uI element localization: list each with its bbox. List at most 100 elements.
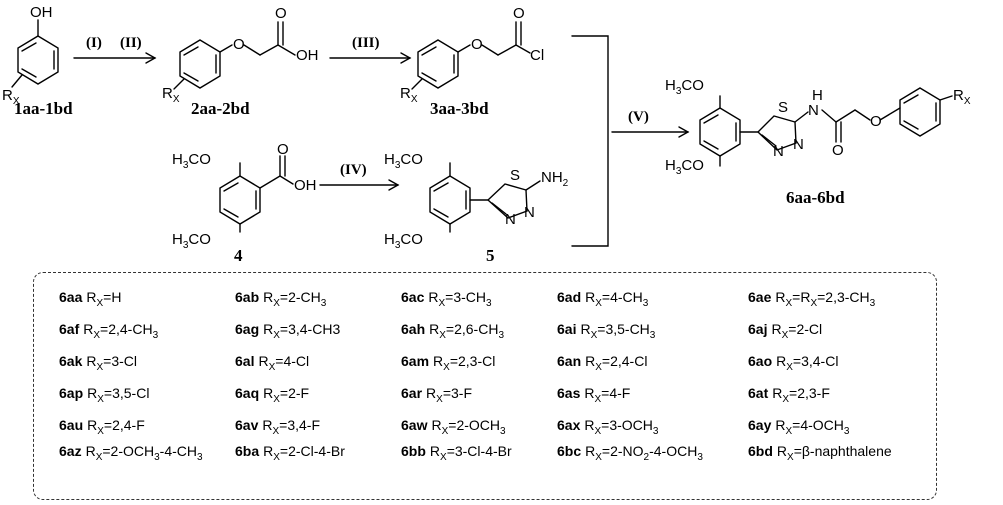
subscript: 3 — [197, 451, 203, 463]
step-label-3: (III) — [352, 35, 380, 51]
ring-3 — [417, 39, 459, 89]
subscript: X — [595, 361, 602, 373]
subscript: 3 — [498, 329, 505, 341]
atom-rx-2: RX — [162, 85, 180, 105]
h-letter: H — [172, 231, 183, 248]
substituent-text: =2,6-CH — [445, 321, 499, 337]
substituent-text: =2-OCH — [448, 417, 500, 433]
ring-2 — [179, 39, 221, 89]
r-letter: R — [162, 85, 173, 102]
compound-id: 6ac — [401, 289, 425, 305]
ring-6b — [899, 87, 941, 137]
x-sub: X — [12, 96, 20, 107]
atom-och3-bottom-6: H3CO — [665, 157, 704, 177]
substituent-text: =4-Cl — [275, 353, 310, 369]
substituent-text: R — [263, 385, 274, 401]
atom-rx-6: RX — [953, 87, 971, 107]
atom-oh-1: OH — [30, 4, 53, 21]
substituent-text: =4-OCH — [792, 417, 844, 433]
subscript: X — [440, 451, 447, 463]
compound-id: 6az — [59, 443, 82, 459]
subscript: X — [273, 297, 280, 309]
subscript: X — [782, 393, 790, 405]
substituent-text: =2,4-Cl — [601, 353, 648, 369]
subscript: X — [439, 329, 446, 341]
substituent-text: R — [86, 289, 97, 305]
atom-och3-bottom-5: H3CO — [384, 231, 423, 251]
atom-n2-6: N — [793, 136, 804, 153]
compound-id: 6aw — [401, 417, 428, 433]
thiadiazole-5 — [486, 183, 528, 219]
subscript: X — [273, 393, 280, 405]
substituent-text: R — [584, 385, 595, 401]
substituent-text: =β-naphthalene — [793, 443, 892, 459]
h-letter: H — [384, 231, 395, 248]
substituent-text: R — [86, 353, 97, 369]
substituent-text: R — [426, 385, 437, 401]
atom-o-3: O — [471, 36, 483, 53]
compound-id: 6at — [748, 385, 769, 401]
atom-och3-bottom-4: H3CO — [172, 231, 211, 251]
substituent-text: R — [772, 385, 783, 401]
subscript: X — [96, 361, 104, 373]
subscript: X — [97, 393, 104, 405]
substituent-text: R — [585, 443, 596, 459]
subscript: X — [95, 451, 103, 463]
substituent-text: =3-OCH — [601, 417, 653, 433]
compound-label-5: 5 — [486, 246, 495, 265]
substituent-text: R — [580, 321, 591, 337]
substituent-text: =2,3-Cl — [449, 353, 496, 369]
subscript: X — [441, 425, 449, 437]
substituent-text: =R — [792, 289, 811, 305]
substituent-text: R — [258, 353, 269, 369]
substituent-text: =2,3-CH — [817, 289, 870, 305]
substituent-text: R — [776, 443, 788, 459]
substituent-text: R — [776, 353, 787, 369]
subscript: 3 — [652, 425, 659, 437]
subscript: X — [787, 451, 794, 463]
compound-id: 6au — [59, 417, 84, 433]
h-letter: H — [665, 157, 676, 174]
atom-s-5: S — [510, 167, 521, 184]
atom-n1-5: N — [505, 211, 516, 228]
compound-label-6: 6aa-6bd — [786, 188, 845, 207]
subscript: 2 — [643, 451, 650, 463]
r-letter: R — [953, 87, 964, 104]
h-letter: H — [665, 77, 676, 94]
atom-o-carbonyl-3: O — [513, 5, 525, 22]
substituent-text: =2,3-F — [789, 385, 830, 401]
co-letters: CO — [681, 157, 704, 174]
atom-o-ether-6: O — [870, 113, 882, 130]
step-label-2: (II) — [120, 35, 142, 51]
substituent-text: R — [83, 321, 94, 337]
compound-id: 6ai — [557, 321, 577, 337]
substituent-text: =2-Cl — [788, 321, 823, 337]
substituent-text: =4-CH — [601, 289, 643, 305]
ring-1 — [17, 35, 59, 85]
substituent-text: =2-OCH — [102, 443, 155, 459]
substituent-text: R — [584, 417, 595, 433]
substituent-text: R — [87, 385, 98, 401]
subscript: X — [785, 297, 793, 309]
substituent-text: R — [775, 417, 786, 433]
substituent-text: R — [263, 443, 274, 459]
substituent-text: R — [262, 417, 273, 433]
compound-id: 6al — [235, 353, 255, 369]
co-letters: CO — [188, 151, 211, 168]
subscript: 3 — [649, 329, 656, 341]
